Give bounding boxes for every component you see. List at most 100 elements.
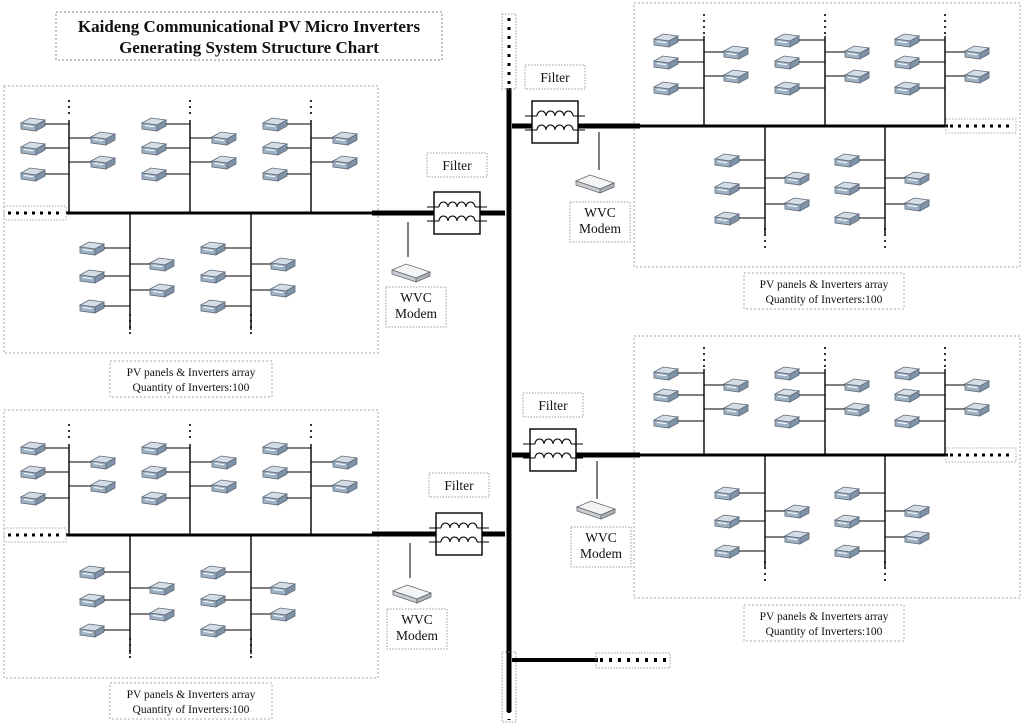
micro-inverter-icon [714, 514, 740, 529]
micro-inverter-icon [714, 153, 740, 168]
modem-label-text: Modem [579, 221, 621, 236]
modem-label-text: WVC [401, 612, 433, 627]
micro-inverter-icon [844, 402, 870, 417]
micro-inverter-icon [894, 414, 920, 429]
micro-inverter-icon [270, 581, 296, 596]
filter-coil-top [438, 201, 476, 208]
micro-inverter-icon [262, 441, 288, 456]
micro-inverter-icon [141, 141, 167, 156]
micro-inverter-icon [90, 479, 116, 494]
micro-inverter-icon [904, 197, 930, 212]
micro-inverter-icon [200, 623, 226, 638]
array-caption-quantity: Quantity of Inverters:100 [766, 294, 883, 306]
micro-inverter-icon [774, 366, 800, 381]
micro-inverter-icon [653, 388, 679, 403]
micro-inverter-icon [270, 257, 296, 272]
micro-inverter-icon [774, 33, 800, 48]
micro-inverter-icon [653, 414, 679, 429]
filter-body [433, 191, 481, 235]
modem-label-text: Modem [580, 546, 622, 561]
micro-inverter-icon [653, 81, 679, 96]
micro-inverter-icon [723, 402, 749, 417]
array-caption-name: PV panels & Inverters array [127, 367, 256, 379]
micro-inverter-icon [774, 414, 800, 429]
micro-inverter-icon [149, 283, 175, 298]
micro-inverter-icon [79, 593, 105, 608]
micro-inverter-icon [79, 565, 105, 580]
filter-coil-icon [429, 512, 489, 556]
micro-inverter-icon [200, 241, 226, 256]
filter-coil-top [536, 110, 574, 117]
micro-inverter-icon [904, 530, 930, 545]
micro-inverter-icon [262, 141, 288, 156]
wvc-modem-icon [575, 500, 617, 520]
modem-label-box [570, 526, 632, 568]
array-caption-quantity: Quantity of Inverters:100 [133, 704, 250, 716]
micro-inverter-icon [211, 131, 237, 146]
filter-coil-icon [525, 100, 585, 144]
array-caption-quantity: Quantity of Inverters:100 [133, 382, 250, 394]
feeder-continuation-top-left [3, 205, 67, 221]
micro-inverter-icon [774, 388, 800, 403]
micro-inverter-icon [262, 167, 288, 182]
filter-coil-bottom [536, 124, 574, 131]
pv-array-bottom-right [634, 347, 990, 583]
micro-inverter-icon [774, 81, 800, 96]
micro-inverter-icon [784, 171, 810, 186]
micro-inverter-icon [894, 388, 920, 403]
filter-label-text: Filter [538, 398, 568, 413]
micro-inverter-icon [723, 45, 749, 60]
modem-side [416, 592, 432, 604]
filter-coil-icon [523, 428, 583, 472]
filter-coil-top [440, 522, 478, 529]
micro-inverter-icon [332, 479, 358, 494]
filter-body [529, 428, 577, 472]
micro-inverter-icon [894, 81, 920, 96]
micro-inverter-icon [332, 455, 358, 470]
filter-body [531, 100, 579, 144]
micro-inverter-icon [79, 299, 105, 314]
micro-inverter-icon [90, 131, 116, 146]
micro-inverter-icon [834, 486, 860, 501]
micro-inverter-icon [894, 33, 920, 48]
micro-inverter-icon [784, 530, 810, 545]
array-box-bottom-left [3, 409, 379, 679]
filter-label-box [522, 392, 584, 418]
micro-inverter-icon [834, 181, 860, 196]
micro-inverter-icon [784, 197, 810, 212]
filter-coil-top [534, 438, 572, 445]
array-caption-name: PV panels & Inverters array [127, 689, 256, 701]
filter-label-box [524, 64, 586, 90]
micro-inverter-icon [20, 441, 46, 456]
micro-inverter-icon [964, 69, 990, 84]
micro-inverter-icon [90, 455, 116, 470]
micro-inverter-icon [653, 55, 679, 70]
micro-inverter-icon [904, 171, 930, 186]
filter-label-text: Filter [444, 478, 474, 493]
micro-inverter-icon [332, 131, 358, 146]
micro-inverter-icon [262, 491, 288, 506]
micro-inverter-icon [834, 211, 860, 226]
modem-label-text: Modem [395, 306, 437, 321]
micro-inverter-icon [844, 45, 870, 60]
micro-inverter-icon [270, 607, 296, 622]
micro-inverter-icon [844, 378, 870, 393]
micro-inverter-icon [894, 55, 920, 70]
micro-inverter-icon [149, 607, 175, 622]
chart-title-line-2: Generating System Structure Chart [119, 38, 379, 57]
micro-inverter-icon [79, 623, 105, 638]
micro-inverter-icon [964, 378, 990, 393]
pv-array-top-right [634, 14, 990, 250]
modem-label-text: Modem [396, 628, 438, 643]
wvc-modem-icon [391, 584, 433, 604]
micro-inverter-icon [714, 544, 740, 559]
micro-inverter-icon [723, 378, 749, 393]
filter-body [435, 512, 483, 556]
modem-label-box [569, 201, 631, 243]
array-box-top-right [633, 2, 1021, 268]
micro-inverter-icon [784, 504, 810, 519]
micro-inverter-icon [149, 581, 175, 596]
